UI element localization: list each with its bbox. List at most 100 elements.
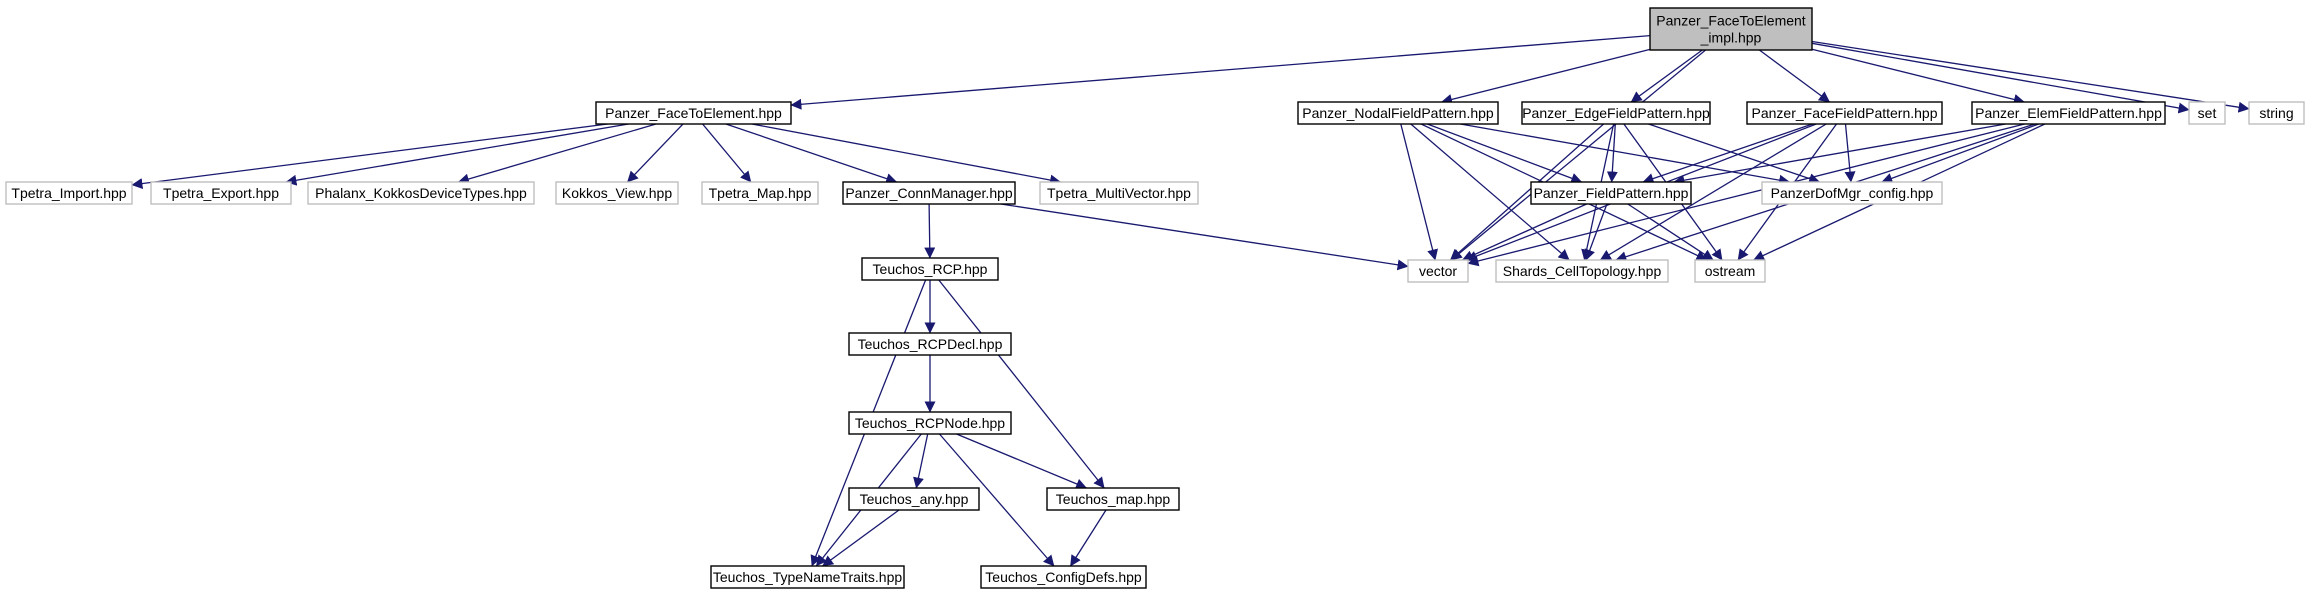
edge-facetoelement-to-connmanager xyxy=(725,123,898,184)
node-kokkos-view: Kokkos_View.hpp xyxy=(555,181,679,205)
edge-any-to-typenametraits xyxy=(822,509,900,567)
node-label: Kokkos_View.hpp xyxy=(562,185,672,201)
node-label: _impl.hpp xyxy=(1700,30,1762,46)
node-label: Panzer_EdgeFieldPattern.hpp xyxy=(1522,105,1710,121)
node-box xyxy=(842,181,1016,205)
node-label: PanzerDofMgr_config.hpp xyxy=(1771,185,1934,201)
edge-facefp-to-fieldpattern xyxy=(1642,123,1813,184)
node-root[interactable]: Panzer_FaceToElement_impl.hpp xyxy=(1649,7,1813,51)
node-label: Tpetra_MultiVector.hpp xyxy=(1047,185,1191,201)
node-label: Tpetra_Map.hpp xyxy=(709,185,812,201)
node-typenametraits[interactable]: Teuchos_TypeNameTraits.hpp xyxy=(710,565,905,589)
edge-root-to-facetoelement xyxy=(790,34,1651,110)
edge-fieldpattern-to-ostream xyxy=(1627,203,1714,261)
node-box xyxy=(848,332,1012,356)
node-box xyxy=(1046,487,1180,511)
node-box xyxy=(1530,181,1692,205)
node-tpetra-import: Tpetra_Import.hpp xyxy=(5,181,133,205)
edge-edgefp-to-vector xyxy=(1449,123,1605,261)
node-label: vector xyxy=(1419,263,1457,279)
edge-root-to-string xyxy=(1811,40,2250,113)
edge-elemfp-to-vector xyxy=(1467,123,2025,267)
node-box xyxy=(980,565,1147,589)
edge-rcpnode-to-any xyxy=(913,433,929,489)
node-label: string xyxy=(2259,105,2293,121)
node-tpetra-mv: Tpetra_MultiVector.hpp xyxy=(1039,181,1199,205)
node-box xyxy=(1971,101,2166,125)
edge-edgefp-to-fieldpattern xyxy=(1606,123,1618,183)
node-box xyxy=(1407,259,1469,283)
node-facefp[interactable]: Panzer_FaceFieldPattern.hpp xyxy=(1746,101,1943,125)
node-label: Teuchos_RCPNode.hpp xyxy=(855,415,1005,431)
node-box xyxy=(848,487,980,511)
node-rcpnode[interactable]: Teuchos_RCPNode.hpp xyxy=(848,411,1012,435)
node-phalanx-kokkos: Phalanx_KokkosDeviceTypes.hpp xyxy=(307,181,535,205)
node-label: Teuchos_any.hpp xyxy=(860,491,969,507)
node-box xyxy=(1746,101,1943,125)
node-map[interactable]: Teuchos_map.hpp xyxy=(1046,487,1180,511)
node-label: Panzer_ElemFieldPattern.hpp xyxy=(1975,105,2162,121)
node-box xyxy=(307,181,535,205)
node-rcp[interactable]: Teuchos_RCP.hpp xyxy=(861,257,999,281)
node-box xyxy=(5,181,133,205)
node-box xyxy=(1649,7,1813,51)
node-fieldpattern[interactable]: Panzer_FieldPattern.hpp xyxy=(1530,181,1692,205)
node-label: Panzer_ConnManager.hpp xyxy=(845,185,1013,201)
edges-layer xyxy=(131,34,2250,567)
node-label: Teuchos_ConfigDefs.hpp xyxy=(985,569,1142,585)
edge-facetoelement-to-tpetra-import xyxy=(131,123,608,190)
node-box xyxy=(2188,101,2226,125)
edge-facetoelement-to-tpetra-map xyxy=(702,123,752,183)
node-connmanager[interactable]: Panzer_ConnManager.hpp xyxy=(842,181,1016,205)
node-box xyxy=(1495,259,1669,283)
edge-nodalfp-to-fieldpattern xyxy=(1427,123,1583,184)
edge-fieldpattern-to-shards xyxy=(1584,203,1608,261)
edge-map-to-configdefs xyxy=(1069,509,1107,567)
node-tpetra-export: Tpetra_Export.hpp xyxy=(150,181,292,205)
node-box xyxy=(2248,101,2305,125)
node-label: Panzer_NodalFieldPattern.hpp xyxy=(1302,105,1494,121)
edge-facetoelement-to-tpetra-mv xyxy=(751,123,1062,186)
edge-root-to-set xyxy=(1811,42,2190,114)
node-tpetra-map: Tpetra_Map.hpp xyxy=(701,181,819,205)
node-label: Teuchos_RCP.hpp xyxy=(873,261,988,277)
edge-fieldpattern-to-vector xyxy=(1461,203,1587,261)
edge-connmanager-to-rcp xyxy=(924,203,936,259)
node-string: string xyxy=(2248,101,2305,125)
node-box xyxy=(150,181,292,205)
edge-root-to-edgefp xyxy=(1630,49,1703,103)
node-edgefp[interactable]: Panzer_EdgeFieldPattern.hpp xyxy=(1521,101,1711,125)
edge-root-to-nodalfp xyxy=(1441,48,1651,105)
node-label: Panzer_FaceToElement.hpp xyxy=(605,105,782,121)
edge-edgefp-to-dofmgr-config xyxy=(1648,123,1821,184)
node-label: Panzer_FaceToElement xyxy=(1656,13,1806,29)
node-rcpdecl[interactable]: Teuchos_RCPDecl.hpp xyxy=(848,332,1012,356)
node-elemfp[interactable]: Panzer_ElemFieldPattern.hpp xyxy=(1971,101,2166,125)
edge-rcpnode-to-map xyxy=(956,433,1088,490)
node-box xyxy=(1297,101,1499,125)
node-box xyxy=(1761,181,1943,205)
edge-facetoelement-to-kokkos-view xyxy=(627,123,684,183)
edge-nodalfp-to-shards xyxy=(1410,123,1570,261)
node-label: Panzer_FaceFieldPattern.hpp xyxy=(1752,105,1938,121)
node-box xyxy=(555,181,679,205)
node-box xyxy=(1521,101,1711,125)
node-set: set xyxy=(2188,101,2226,125)
edge-nodalfp-to-dofmgr-config xyxy=(1460,123,1791,186)
edge-facetoelement-to-phalanx-kokkos xyxy=(457,123,657,185)
node-label: set xyxy=(2198,105,2217,121)
edge-root-to-vector xyxy=(1450,49,1707,261)
node-any[interactable]: Teuchos_any.hpp xyxy=(848,487,980,511)
node-configdefs[interactable]: Teuchos_ConfigDefs.hpp xyxy=(980,565,1147,589)
node-box xyxy=(1694,259,1766,283)
node-label: Tpetra_Import.hpp xyxy=(11,185,126,201)
node-facetoelement[interactable]: Panzer_FaceToElement.hpp xyxy=(595,101,792,125)
edge-elemfp-to-fieldpattern xyxy=(1673,123,2006,186)
edge-facefp-to-dofmgr-config xyxy=(1844,123,1856,183)
node-box xyxy=(701,181,819,205)
node-ostream: ostream xyxy=(1694,259,1766,283)
node-label: Shards_CellTopology.hpp xyxy=(1503,263,1662,279)
node-box xyxy=(1039,181,1199,205)
edge-root-to-elemfp xyxy=(1811,48,2025,105)
node-nodalfp[interactable]: Panzer_NodalFieldPattern.hpp xyxy=(1297,101,1499,125)
